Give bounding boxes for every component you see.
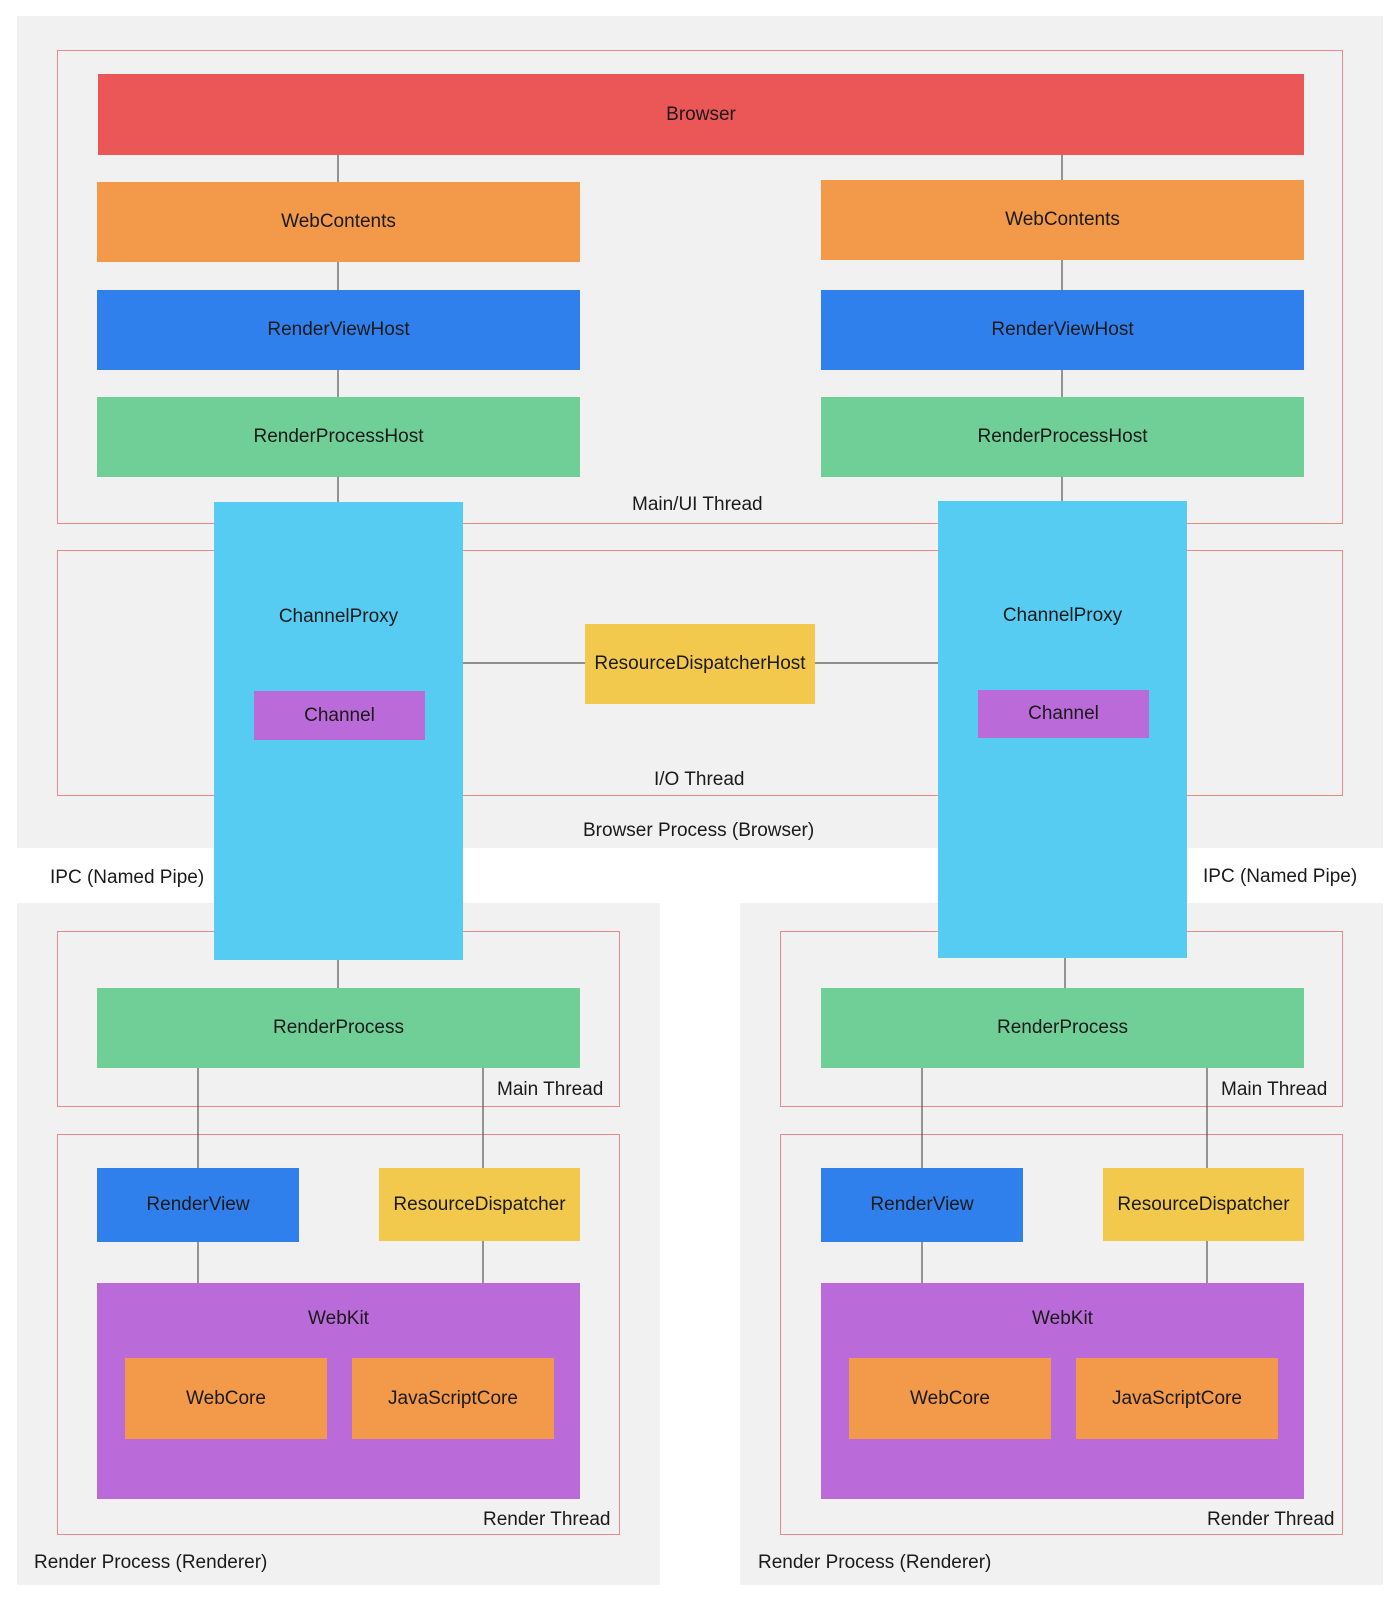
browser-label: Browser (666, 103, 736, 125)
web-contents-left-box: WebContents (97, 182, 580, 262)
render-process-left-box: RenderProcess (97, 988, 580, 1068)
render-thread-left-frame (57, 1134, 620, 1535)
main-thread-left-label: Main Thread (497, 1079, 604, 1100)
web-contents-left-label: WebContents (281, 211, 396, 232)
render-view-host-left-box: RenderViewHost (97, 290, 580, 370)
render-process-left-label-text: Render Process (Renderer) (34, 1552, 268, 1573)
io-thread-frame (57, 550, 1343, 796)
resource-dispatcher-left-label: ResourceDispatcher (393, 1193, 566, 1215)
main-ui-thread-frame (57, 50, 1343, 524)
render-process-right-label-text: Render Process (Renderer) (758, 1552, 992, 1573)
resource-dispatcher-host-label: ResourceDispatcherHost (594, 653, 806, 674)
main-ui-thread-label: Main/UI Thread (632, 494, 763, 515)
browser-box: Browser (98, 74, 1304, 155)
render-process-host-right-box: RenderProcessHost (821, 397, 1304, 477)
ipc-right-label: IPC (Named Pipe) (1203, 866, 1358, 887)
render-thread-right-frame (780, 1134, 1343, 1535)
render-view-host-left-label: RenderViewHost (267, 319, 410, 340)
render-process-left-label: RenderProcess (273, 1017, 404, 1038)
main-thread-right-label: Main Thread (1221, 1079, 1328, 1100)
channel-right-box: Channel (978, 690, 1149, 738)
resource-dispatcher-right-box: ResourceDispatcher (1103, 1168, 1304, 1241)
webcore-left-label: WebCore (186, 1387, 266, 1409)
resource-dispatcher-right-label: ResourceDispatcher (1117, 1193, 1290, 1215)
render-view-host-right-label: RenderViewHost (991, 319, 1134, 340)
web-contents-right-box: WebContents (821, 180, 1304, 260)
render-view-host-right-box: RenderViewHost (821, 290, 1304, 370)
render-view-left-label: RenderView (146, 1194, 250, 1215)
channel-left-label: Channel (304, 704, 375, 726)
channel-proxy-left-label: ChannelProxy (278, 606, 399, 627)
javascriptcore-right-label: JavaScriptCore (1112, 1387, 1242, 1409)
javascriptcore-left-label: JavaScriptCore (388, 1387, 518, 1409)
javascriptcore-right-box: JavaScriptCore (1076, 1358, 1278, 1439)
render-process-host-left-label: RenderProcessHost (253, 426, 424, 447)
resource-dispatcher-host-box: ResourceDispatcherHost (585, 624, 815, 704)
channel-right-label: Channel (1028, 703, 1099, 724)
webcore-left-box: WebCore (125, 1358, 327, 1439)
render-process-right-box: RenderProcess (821, 988, 1304, 1068)
render-process-host-left-box: RenderProcessHost (97, 397, 580, 477)
ipc-left-label: IPC (Named Pipe) (50, 867, 205, 888)
render-process-right-label: RenderProcess (997, 1017, 1128, 1038)
javascriptcore-left-box: JavaScriptCore (352, 1358, 554, 1439)
webcore-right-box: WebCore (849, 1358, 1051, 1439)
webcore-right-label: WebCore (910, 1387, 990, 1409)
render-view-right-box: RenderView (821, 1168, 1023, 1242)
resource-dispatcher-left-box: ResourceDispatcher (379, 1168, 580, 1241)
render-thread-right-label: Render Thread (1207, 1509, 1335, 1530)
render-process-host-right-label: RenderProcessHost (977, 426, 1148, 447)
render-thread-left-label: Render Thread (483, 1509, 611, 1530)
webkit-right-label: WebKit (1032, 1308, 1093, 1329)
web-contents-right-label: WebContents (1005, 209, 1120, 230)
channel-proxy-right-label: ChannelProxy (1002, 605, 1123, 626)
render-view-left-box: RenderView (97, 1168, 299, 1242)
channel-left-box: Channel (254, 691, 425, 740)
io-thread-label: I/O Thread (654, 769, 745, 790)
webkit-left-label: WebKit (308, 1308, 369, 1329)
render-view-right-label: RenderView (870, 1194, 974, 1215)
browser-process-label: Browser Process (Browser) (583, 820, 815, 841)
